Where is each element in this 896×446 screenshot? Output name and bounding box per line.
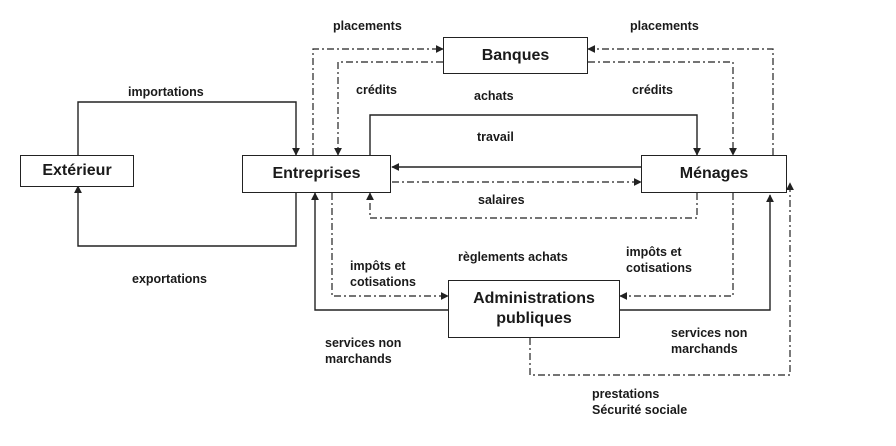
- arrow-prestations: [529, 182, 794, 376]
- label-exportations: exportations: [132, 272, 208, 286]
- arrow-impots-menages: [619, 193, 734, 300]
- label-prestations: prestations Sécurité sociale: [592, 386, 687, 419]
- arrow-impots-entreprises: [331, 193, 449, 300]
- node-administrations-label-line2: publiques: [496, 310, 572, 327]
- label-importations: importations: [128, 85, 204, 99]
- label-prestations-line1: prestations: [592, 387, 660, 401]
- label-services-right: services non marchands: [671, 325, 747, 358]
- arrow-importations: [77, 101, 300, 160]
- label-salaires: salaires: [478, 193, 525, 207]
- label-reglements-achats: règlements achats: [458, 250, 568, 264]
- label-services-left-line2: marchands: [325, 352, 392, 367]
- node-administrations: Administrations publiques: [448, 280, 620, 338]
- node-entreprises: Entreprises: [242, 155, 391, 193]
- label-services-right-line1: services non: [671, 326, 748, 340]
- arrow-travail: [369, 114, 701, 156]
- arrow-reglements-achats: [366, 192, 698, 219]
- arrow-services-entreprises: [311, 192, 448, 311]
- arrow-credits-entreprises: [334, 61, 443, 156]
- label-services-left-line1: services non: [325, 336, 402, 350]
- label-achats: achats: [474, 89, 514, 103]
- label-prestations-line2: Sécurité sociale: [592, 403, 688, 418]
- label-impots-left-line1: impôts et: [350, 259, 406, 273]
- node-exterieur: Extérieur: [20, 155, 134, 187]
- label-travail: travail: [477, 130, 514, 144]
- label-placements-left: placements: [333, 19, 402, 33]
- arrow-placements-menages: [587, 45, 774, 155]
- node-banques-label: Banques: [481, 46, 550, 64]
- label-credits-left: crédits: [356, 83, 397, 97]
- label-services-right-line2: marchands: [671, 342, 738, 357]
- label-impots-left: impôts et cotisations: [350, 258, 416, 291]
- arrow-services-menages: [620, 194, 774, 311]
- node-entreprises-label: Entreprises: [272, 165, 361, 182]
- node-banques: Banques: [443, 37, 588, 74]
- node-administrations-label-line1: Administrations: [473, 290, 595, 307]
- node-menages: Ménages: [641, 155, 787, 193]
- label-impots-right-line2: cotisations: [626, 261, 692, 276]
- arrow-exportations: [74, 185, 297, 247]
- node-menages-label: Ménages: [679, 165, 749, 182]
- label-impots-left-line2: cotisations: [350, 275, 416, 290]
- label-credits-right: crédits: [632, 83, 673, 97]
- label-impots-right-line1: impôts et: [626, 245, 682, 259]
- label-placements-right: placements: [630, 19, 699, 33]
- arrow-placements-entreprises: [312, 45, 444, 155]
- arrow-credits-menages: [588, 61, 737, 156]
- label-impots-right: impôts et cotisations: [626, 244, 692, 277]
- label-services-left: services non marchands: [325, 335, 401, 368]
- node-exterieur-label: Extérieur: [42, 162, 112, 179]
